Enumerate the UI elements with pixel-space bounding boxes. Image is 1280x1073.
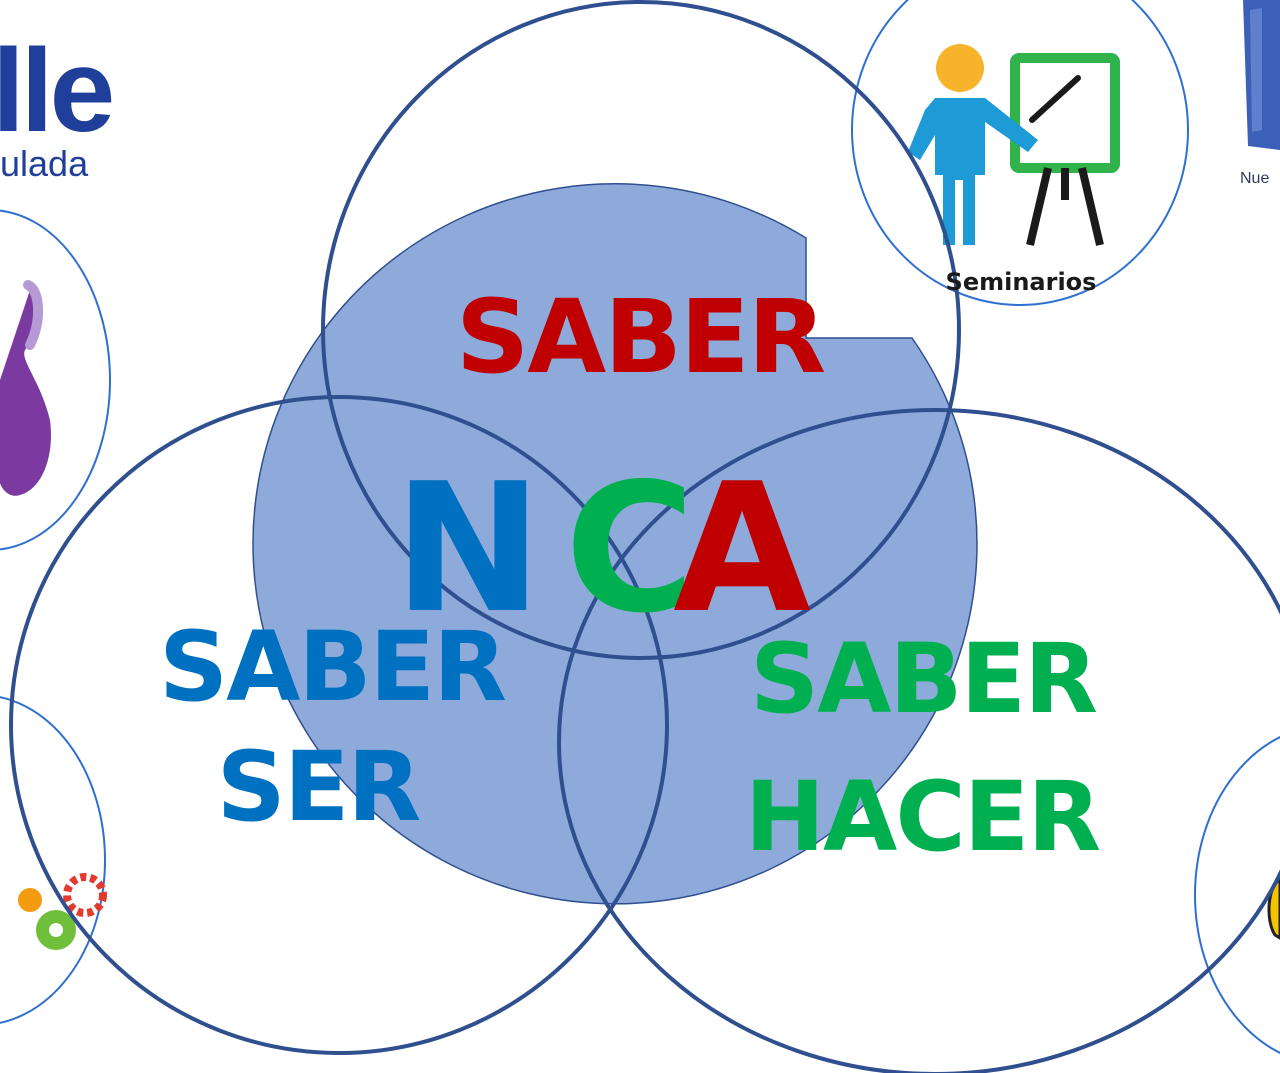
left-label-line2: SER: [217, 731, 420, 843]
corner-caption: Nue: [1240, 170, 1270, 187]
gears-icon: [18, 873, 107, 950]
venn-circle-left: [9, 395, 669, 1055]
institution-logo-subtitle: ulada: [0, 143, 89, 184]
venn-circle-top: [321, 0, 961, 660]
center-label-a: A: [673, 445, 811, 652]
left-bottom-badge: [0, 696, 107, 1024]
central-circle: [252, 183, 978, 905]
right-label-line1: SABER: [750, 623, 1096, 735]
left-top-badge: [0, 209, 111, 551]
left-label-line1: SABER: [159, 611, 505, 723]
teacher-presentation-icon: [908, 44, 1120, 246]
top-label: SABER: [456, 278, 825, 397]
right-label-line2: HACER: [745, 761, 1100, 873]
blue-poster-icon: [1243, 0, 1280, 150]
center-label-c: C: [565, 445, 696, 652]
center-label-n: N: [394, 445, 543, 652]
institution-logo-text: lle: [0, 25, 115, 157]
purple-figure-icon: [0, 280, 51, 496]
seminarios-label: Seminarios: [946, 268, 1097, 296]
seminarios-badge: [851, 0, 1189, 306]
venn-circle-right: [557, 408, 1280, 1073]
